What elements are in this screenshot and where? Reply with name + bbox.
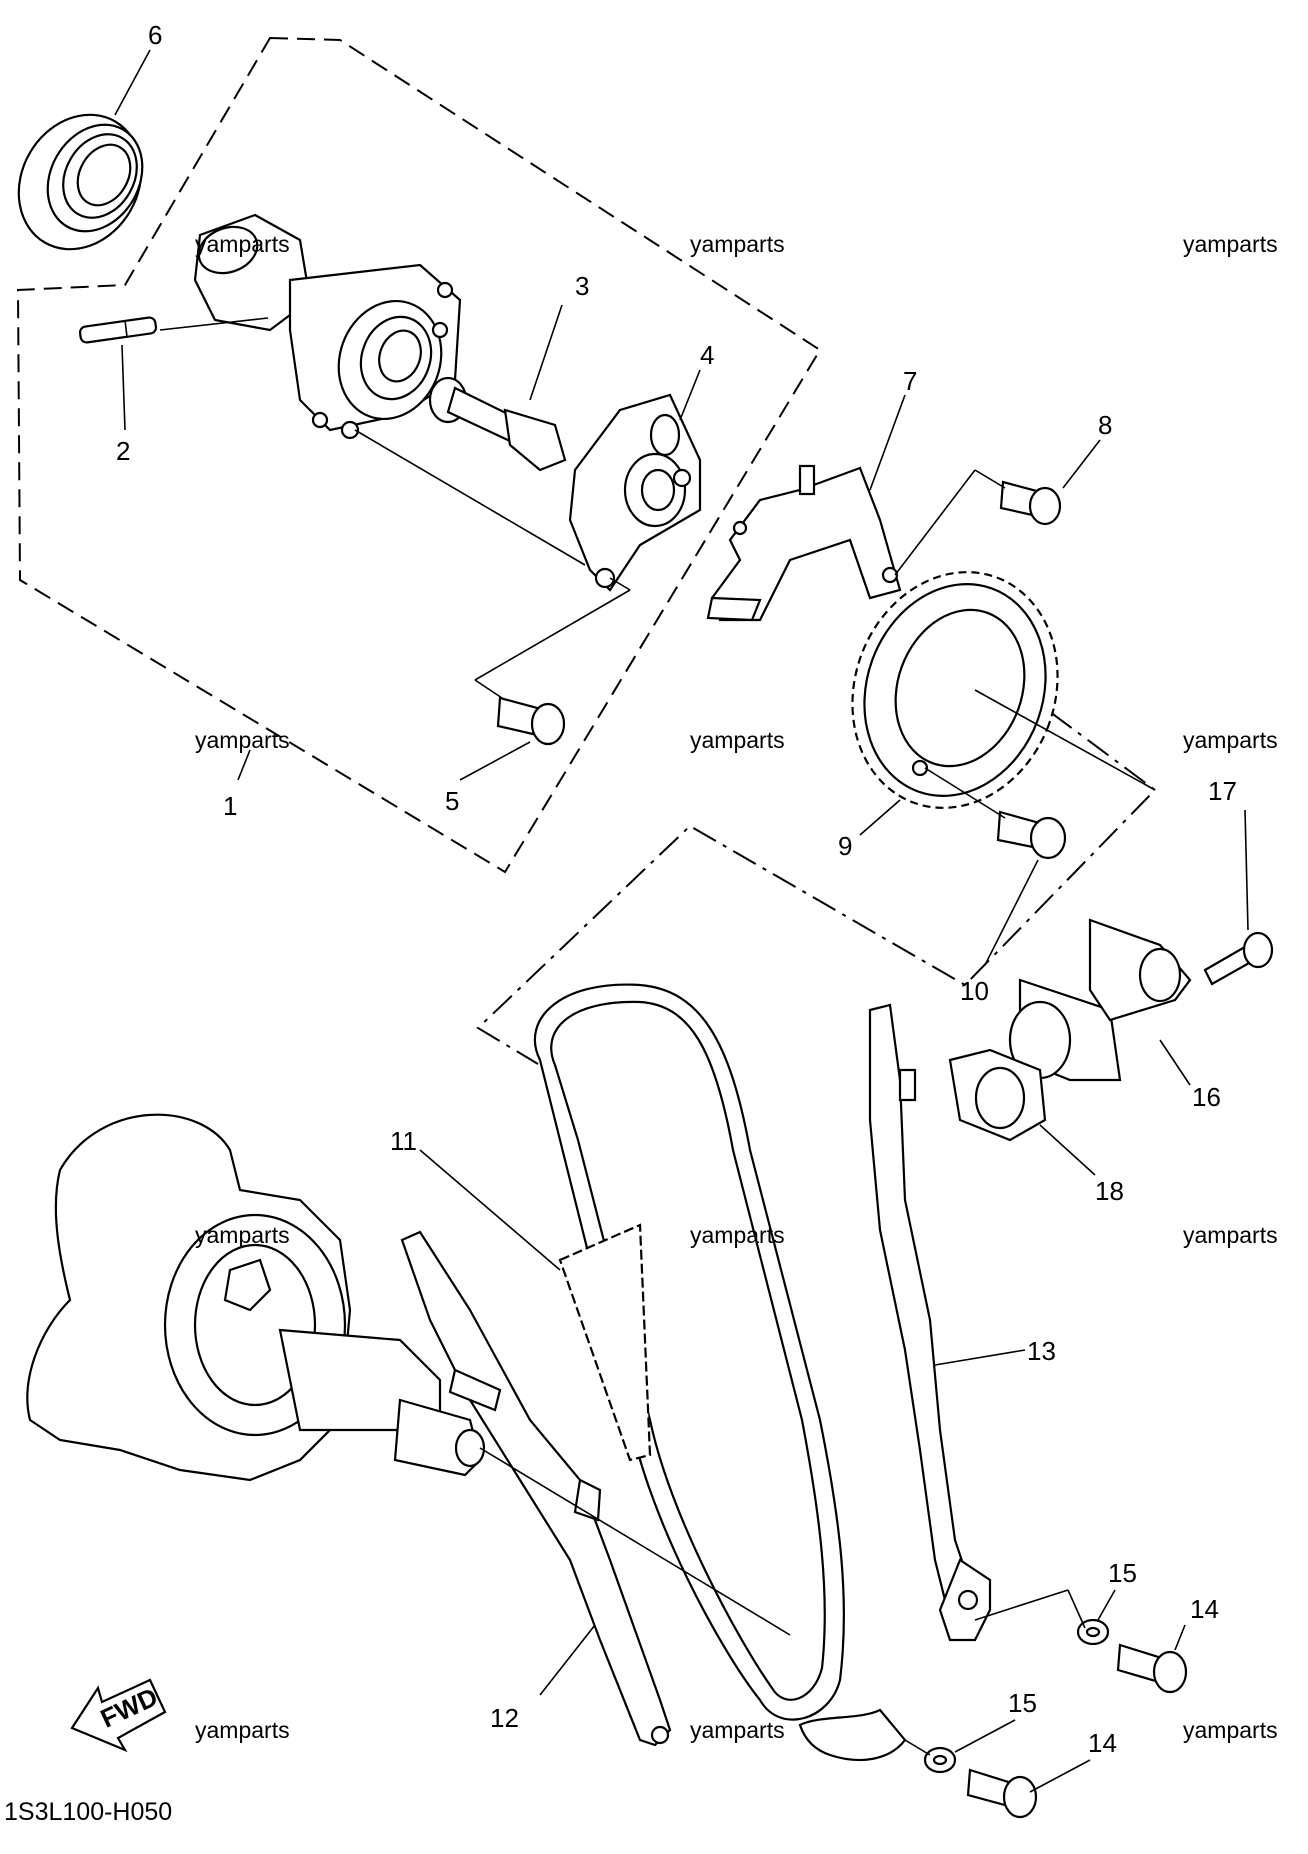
watermark: yamparts xyxy=(1183,727,1278,753)
cam-sprocket-icon xyxy=(851,571,1059,809)
watermark: yamparts xyxy=(195,231,290,257)
callout-15-lower: 15 xyxy=(1008,1688,1037,1718)
watermark: yamparts xyxy=(195,727,290,753)
watermark: yamparts xyxy=(690,1717,785,1743)
bolt-17-icon xyxy=(1203,931,1274,986)
bolt-14-upper-icon xyxy=(1116,1643,1188,1694)
cam-chain-icon xyxy=(533,983,845,1721)
callout-12: 12 xyxy=(490,1703,519,1733)
decompression-plate-icon xyxy=(568,393,702,592)
washer-15-upper-icon xyxy=(1076,1618,1110,1646)
callout-14: 14 xyxy=(1190,1594,1219,1624)
washer-15-lower-icon xyxy=(923,1746,957,1774)
chain-guide-12-icon xyxy=(400,1230,672,1747)
diagram-code: 1S3L100-H050 xyxy=(4,1798,172,1826)
chain-reference-outline xyxy=(476,629,1157,1065)
camshaft-icon xyxy=(193,213,462,440)
callout-18: 18 xyxy=(1095,1176,1124,1206)
callout-4: 4 xyxy=(700,340,714,370)
callout-2: 2 xyxy=(116,436,130,466)
crankshaft-icon xyxy=(26,1113,486,1482)
bolt-8-icon xyxy=(999,480,1062,526)
callout-3: 3 xyxy=(575,271,589,301)
bearing-icon xyxy=(17,113,144,251)
fwd-arrow-icon: FWD xyxy=(70,1678,167,1753)
callout-7: 7 xyxy=(903,366,917,396)
bolt-14-lower-icon xyxy=(966,1768,1038,1819)
bolt-5-icon xyxy=(496,696,566,746)
callout-15: 15 xyxy=(1108,1558,1137,1588)
decompression-shaft-icon xyxy=(428,376,567,472)
gasket-icon xyxy=(948,1048,1047,1142)
watermark: yamparts xyxy=(195,1717,290,1743)
callout-14-lower: 14 xyxy=(1088,1728,1117,1758)
assembly-outline xyxy=(16,36,822,874)
watermark: yamparts xyxy=(1183,231,1278,257)
watermark: yamparts xyxy=(195,1222,290,1248)
cover-plate-icon xyxy=(706,464,902,622)
tensioner-icon xyxy=(1008,918,1192,1082)
callout-5: 5 xyxy=(445,786,459,816)
callout-17: 17 xyxy=(1208,776,1237,806)
leader-lines xyxy=(114,49,1249,1793)
watermark: yamparts xyxy=(690,727,785,753)
guide-foot-icon xyxy=(798,1708,907,1762)
callout-8: 8 xyxy=(1098,410,1112,440)
watermark: yamparts xyxy=(1183,1717,1278,1743)
callout-9: 9 xyxy=(838,831,852,861)
callout-16: 16 xyxy=(1192,1082,1221,1112)
watermark: yamparts xyxy=(690,231,785,257)
callout-13: 13 xyxy=(1027,1336,1056,1366)
watermark: yamparts xyxy=(1183,1222,1278,1248)
callout-10: 10 xyxy=(960,976,989,1006)
callout-1: 1 xyxy=(223,791,237,821)
bolt-10-icon xyxy=(996,810,1067,860)
watermark: yamparts xyxy=(690,1222,785,1248)
callout-11: 11 xyxy=(390,1126,417,1156)
callout-6: 6 xyxy=(148,20,162,50)
pin-icon xyxy=(78,316,158,344)
